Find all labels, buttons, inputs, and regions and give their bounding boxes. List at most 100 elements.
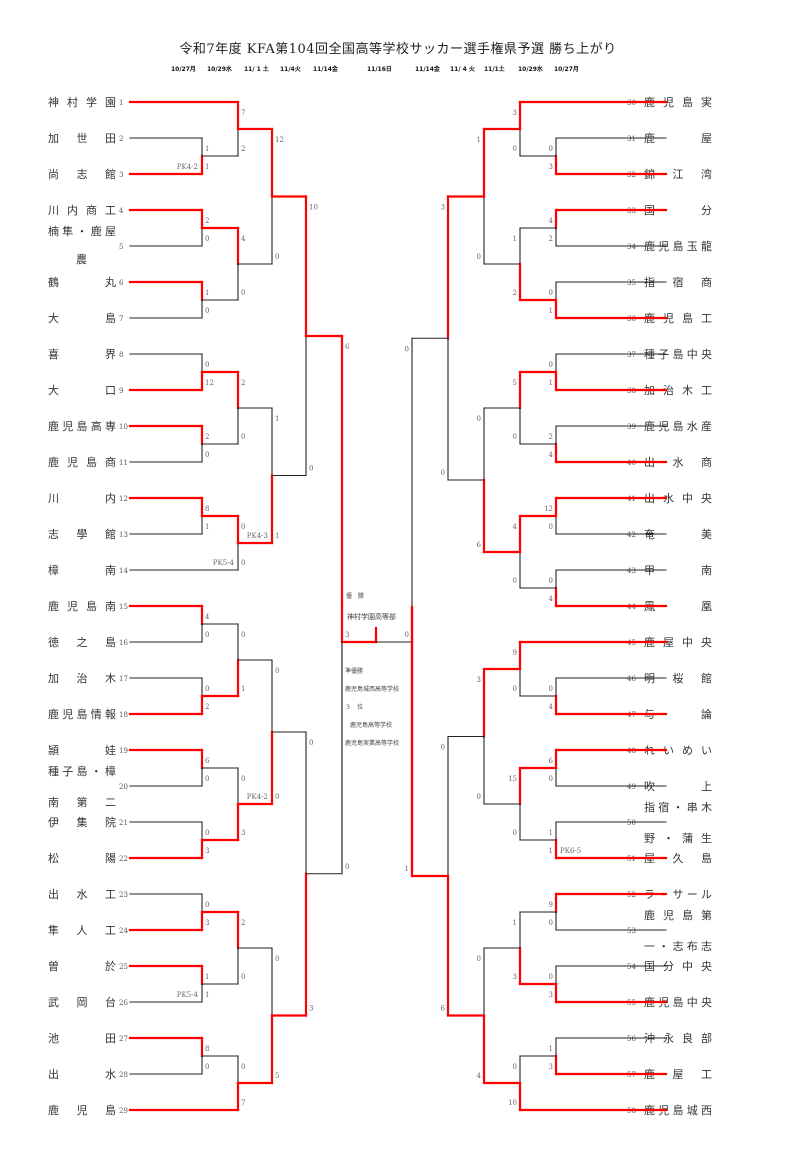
runner-up-label: 準優勝	[345, 667, 363, 675]
match-score: 0	[441, 469, 445, 477]
match-score: 1	[549, 1045, 553, 1053]
match-score: 0	[275, 793, 279, 801]
team-number: 4	[119, 207, 124, 215]
final-score-right: 0	[405, 631, 409, 639]
match-score: 3	[205, 847, 209, 855]
match-score: 0	[549, 523, 553, 531]
team-name: 神 村 学 園	[48, 95, 116, 109]
team-name: 伊 集 院	[48, 815, 116, 829]
team-number: 28	[119, 1071, 128, 1079]
team-number: 22	[119, 855, 128, 863]
pk-score: PK4-2	[177, 163, 198, 171]
date-right-r5: 11/14金	[415, 66, 440, 73]
match-score: 0	[205, 685, 209, 693]
match-score: 8	[205, 505, 209, 513]
match-score: 12	[205, 379, 214, 387]
team-name: 指宿・串木	[644, 800, 712, 814]
team-name: 加 世 田	[48, 132, 116, 145]
team-name: 大 口	[48, 383, 116, 397]
match-score: 0	[205, 451, 209, 459]
match-score: 0	[275, 667, 279, 675]
match-score: 6	[345, 343, 350, 351]
match-score: 0	[205, 901, 209, 909]
match-score: 2	[549, 433, 553, 441]
match-score: 4	[549, 703, 554, 711]
team-number: 56	[627, 1035, 636, 1043]
match-score: 0	[513, 145, 517, 153]
match-score: 0	[309, 465, 313, 473]
team-number: 13	[119, 531, 128, 539]
team-name: 明 桜 館	[644, 671, 712, 685]
match-score: 7	[241, 109, 245, 117]
date-final: 11/16日	[367, 66, 392, 73]
team-number: 34	[627, 243, 636, 251]
match-score: 3	[513, 109, 517, 117]
match-score: 9	[513, 649, 517, 657]
team-name: 国 分	[644, 204, 712, 217]
match-score: 1	[241, 685, 245, 693]
match-score: 0	[205, 775, 209, 783]
team-number: 49	[627, 783, 636, 791]
team-name: 喜 界	[48, 348, 116, 361]
date-right-r2: 10/29水	[518, 66, 543, 73]
match-score: 0	[275, 955, 279, 963]
match-score: 0	[241, 631, 245, 639]
match-score: 9	[549, 901, 553, 909]
final-score-left: 3	[345, 631, 349, 639]
team-name: 鹿児島水産	[644, 419, 712, 433]
match-score: 4	[205, 613, 210, 621]
match-score: 10	[508, 1099, 517, 1107]
match-score: 0	[405, 345, 409, 353]
match-score: 8	[205, 1045, 209, 1053]
team-name: 一・志布志	[644, 940, 712, 953]
team-number: 17	[119, 675, 128, 683]
team-name: 徳 之 島	[48, 635, 116, 649]
match-score: 2	[241, 379, 245, 387]
team-name: 樟 南	[48, 563, 116, 577]
pk-score: PK4-2	[247, 793, 268, 801]
team-name: 武 岡 台	[48, 995, 116, 1009]
team-number: 29	[119, 1107, 128, 1115]
match-score: 2	[205, 433, 209, 441]
team-name: ラ・サール	[644, 888, 712, 901]
team-number: 50	[627, 819, 636, 827]
third-place-name: 鹿児島実業高等学校	[345, 739, 399, 747]
team-name: 農	[76, 252, 87, 266]
match-score: 0	[549, 289, 553, 297]
team-name: 川 内	[48, 491, 116, 505]
team-name: 屋 久 島	[644, 851, 712, 865]
pk-score: PK6-5	[560, 847, 581, 855]
team-number: 2	[119, 135, 123, 143]
team-name: 頴 娃	[48, 743, 116, 757]
team-name: 鹿 児 島 商	[48, 455, 116, 469]
team-name: 鹿児島情報	[48, 707, 116, 721]
match-score: 0	[513, 829, 517, 837]
team-name: 鳳 凰	[644, 600, 712, 613]
match-score: 1	[205, 163, 209, 171]
match-score: 0	[477, 253, 481, 261]
match-score: 4	[549, 217, 554, 225]
team-number: 8	[119, 351, 123, 359]
match-score: 0	[513, 685, 517, 693]
match-score: 3	[549, 991, 553, 999]
third-label: ３ 位	[345, 703, 363, 711]
match-score: 2	[241, 145, 245, 153]
match-score: 0	[205, 631, 209, 639]
match-score: 6	[477, 541, 482, 549]
match-score: 0	[275, 253, 279, 261]
team-name: 種子島・樟	[48, 764, 116, 778]
match-score: 5	[275, 1072, 279, 1080]
date-right-r4: 11/ 4 火	[450, 66, 475, 73]
team-number: 9	[119, 387, 123, 395]
team-number: 12	[119, 495, 128, 503]
team-number: 10	[119, 423, 128, 431]
match-score: 1	[205, 973, 209, 981]
match-score: 1	[513, 919, 517, 927]
team-number: 6	[119, 279, 124, 287]
page-title: 令和7年度 KFA第104回全国高等学校サッカー選手権県予選 勝ち上がり	[179, 42, 617, 57]
match-score: 4	[241, 235, 246, 243]
match-score: 2	[549, 235, 553, 243]
match-score: 1	[205, 145, 209, 153]
date-left-r3: 11/ 1 土	[244, 66, 269, 73]
winner-label: 優 勝	[346, 592, 364, 600]
